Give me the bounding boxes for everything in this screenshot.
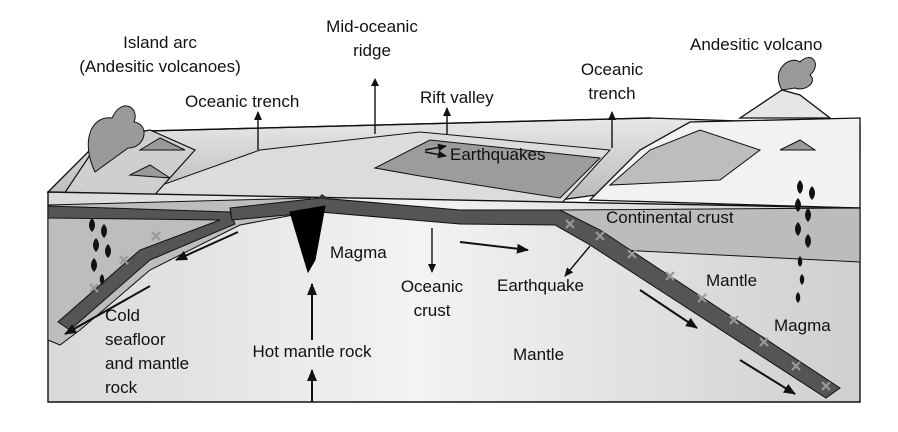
block-top xyxy=(46,117,861,206)
flow-arrows xyxy=(64,231,796,402)
andesitic-volcano xyxy=(737,57,832,151)
label-island-arc-2: (Andesitic volcanoes) xyxy=(79,57,241,76)
label-oceanic-crust-1: Oceanic xyxy=(401,277,464,296)
continent xyxy=(588,117,861,209)
label-cold-3: and mantle xyxy=(105,354,189,373)
label-mantle-bottom: Mantle xyxy=(513,345,564,364)
label-oceanic-crust-2: crust xyxy=(414,301,451,320)
label-cold-4: rock xyxy=(105,378,138,397)
label-mantle-right: Mantle xyxy=(706,271,757,290)
label-oceanic-trench-left: Oceanic trench xyxy=(185,92,299,111)
block-front xyxy=(47,191,861,403)
label-earthquake: Earthquake xyxy=(497,276,584,295)
label-magma-right: Magma xyxy=(774,316,831,335)
label-earthquakes: Earthquakes xyxy=(450,145,545,164)
label-mid-ridge-1: Mid-oceanic xyxy=(326,17,418,36)
label-andesitic-volcano: Andesitic volcano xyxy=(690,35,822,54)
label-oceanic-trench-right-2: trench xyxy=(588,84,635,103)
label-hot-mantle-rock: Hot mantle rock xyxy=(252,342,372,361)
label-cold-2: seafloor xyxy=(105,330,166,349)
earthquake-markers xyxy=(89,219,831,391)
label-island-arc-1: Island arc xyxy=(123,33,197,52)
label-continental-crust: Continental crust xyxy=(606,208,734,227)
label-oceanic-trench-right-1: Oceanic xyxy=(581,60,644,79)
labels: Island arc (Andesitic volcanoes) Mid-oce… xyxy=(79,17,831,397)
island-arc xyxy=(58,105,196,201)
label-rift-valley: Rift valley xyxy=(420,88,494,107)
label-magma-center: Magma xyxy=(330,243,387,262)
label-mid-ridge-2: ridge xyxy=(353,41,391,60)
pointer-arrows xyxy=(254,78,616,277)
magma-droplets-left xyxy=(89,218,111,285)
magma-droplets-right xyxy=(795,180,815,303)
label-cold-1: Cold xyxy=(105,306,140,325)
